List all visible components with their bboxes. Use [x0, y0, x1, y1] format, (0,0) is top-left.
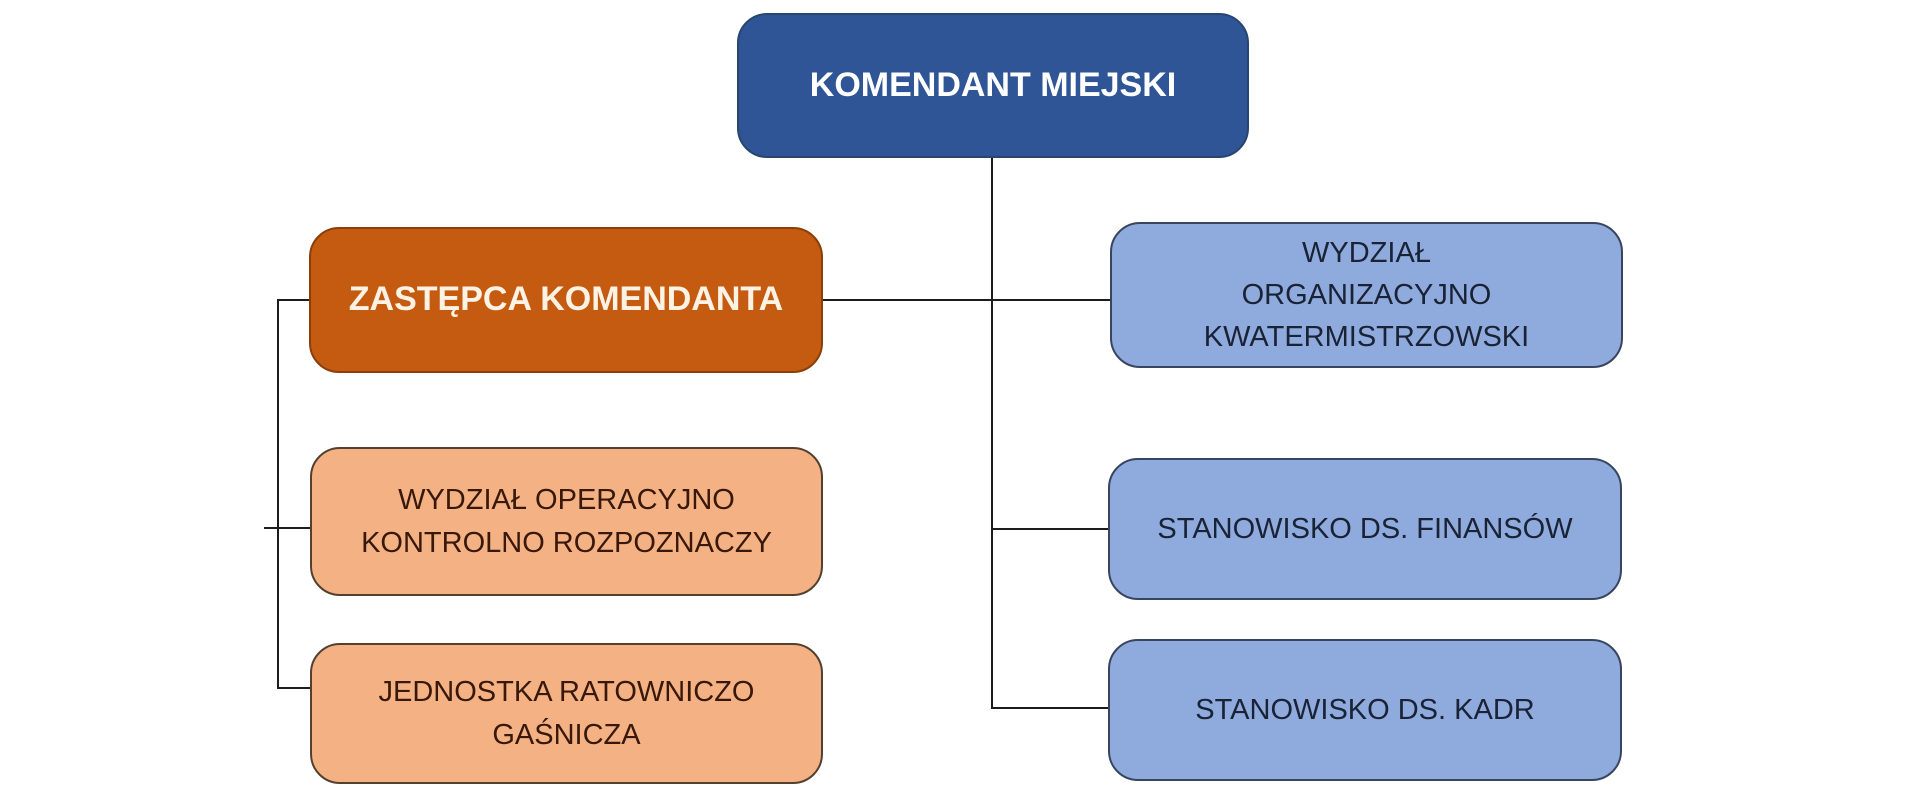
org-node-wydzial-organizacyjno-kwatermistrzowski: WYDZIAŁ ORGANIZACYJNO KWATERMISTRZOWSKI — [1110, 222, 1623, 368]
org-node-zastepca-komendanta: ZASTĘPCA KOMENDANTA — [309, 227, 823, 373]
org-node-wydzial-operacyjno-kontrolno-rozpoznaczy: WYDZIAŁ OPERACYJNO KONTROLNO ROZPOZNACZY — [310, 447, 823, 596]
org-node-komendant-miejski: KOMENDANT MIEJSKI — [737, 13, 1249, 158]
connector-root-vertical — [991, 157, 993, 709]
connector-left-bracket-middle — [264, 527, 312, 529]
org-node-jednostka-ratowniczo-gasnicza: JEDNOSTKA RATOWNICZO GAŚNICZA — [310, 643, 823, 784]
connector-finansow — [991, 528, 1110, 530]
org-node-stanowisko-ds-kadr: STANOWISKO DS. KADR — [1108, 639, 1622, 781]
connector-left-bracket-vertical — [277, 299, 279, 689]
connector-kadr — [991, 707, 1110, 709]
connector-left-bracket-bottom — [277, 687, 312, 689]
connector-zastepca-organizacyjno — [823, 299, 1110, 301]
connector-left-bracket-top — [277, 299, 311, 301]
org-node-stanowisko-ds-finansow: STANOWISKO DS. FINANSÓW — [1108, 458, 1622, 600]
